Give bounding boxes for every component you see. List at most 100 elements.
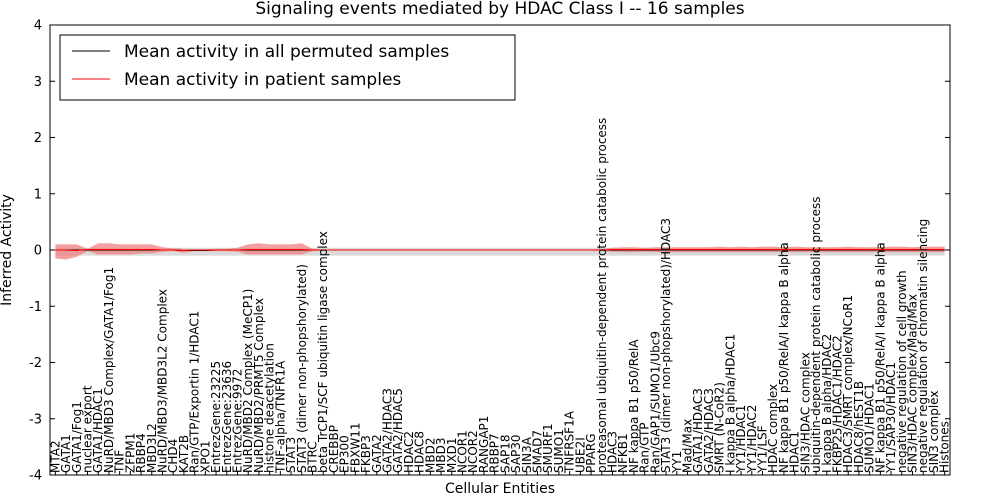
y-axis-label: Inferred Activity [0,194,15,306]
y-tick-label: 2 [34,131,42,146]
y-tick-layer: -4 -3 -2 -1 0 1 2 3 4 [29,19,950,484]
x-tick-label: histone deacetylation [263,343,277,473]
x-tick-label: RBBP7 [488,433,502,473]
x-tick-label: SIN3 complex [927,391,941,473]
x-tick-label: EntrezGene:9972 [231,369,245,474]
x-tick-label: NCOR1 [456,430,470,473]
x-tick-label: FKBP3 [359,435,373,473]
legend: Mean activity in all permuted samples Me… [59,34,516,101]
x-tick-label: CREBBP [327,425,341,473]
x-tick-layer [54,471,946,475]
x-tick-label: ZFPM1 [123,433,137,473]
x-tick-label: STAT3 (dimer non-phopshorylated) [295,264,309,473]
x-tick-label: SAP30 [509,434,523,473]
y-tick-label: -4 [29,469,42,484]
x-tick-label: MTA2 [48,440,62,473]
x-tick-label: HDAC2 [402,431,416,473]
x-tick-label: TNF [113,450,127,474]
x-tick-label: SMURF1 [541,423,555,473]
x-tick-label: MBD2 [423,438,437,473]
permuted-band [55,247,945,256]
legend-permuted-label: Mean activity in all permuted samples [124,42,449,62]
x-tick-label: ubiquitin-dependent protein catabolic pr… [809,197,823,473]
x-tick-label: GATA1/HDAC1 [91,388,105,473]
patient-band-layer [55,243,945,260]
x-tick-label: NuRD/MBD2/PRMT5 Complex [252,298,266,473]
x-tick-label: SMAD7 [531,430,545,473]
x-tick-label: GATA1/Fog1 [70,401,84,473]
x-tick-label: NF kappa B1 p50/RelA/I kappa B alpha [777,242,791,473]
x-tick-label: GATA1/HDAC3 [691,388,705,473]
x-tick-label: BTRC [306,441,320,473]
x-tick-label: YY1/HDAC1 [734,405,748,474]
x-tick-label: GATA2/HDAC3 [702,388,716,473]
x-tick-label: NCOR2 [466,430,480,473]
x-tick-label: beta TrCP1/SCF ubiquitin ligase complex [316,231,330,473]
x-tick-label: NuRD/MBD3 Complex/GATA1/Fog1 [102,267,116,473]
x-tick-label: Mad/Max [681,419,695,473]
x-tick-label: MXD1 [445,438,459,473]
x-tick-label: TNFRSF1A [563,410,577,474]
patient-band [55,243,945,260]
x-tick-label: EntrezGene:23225 [209,361,223,473]
x-tick-label: RBBP4 [134,433,148,473]
x-tick-label: MBD3L2 [145,423,159,473]
x-tick-label: Ran/GTP [638,422,652,473]
x-tick-label: PPARG [584,433,598,473]
x-tick-label: GATA2/HDAC3 [381,388,395,473]
x-tick-label: NFKB1 [616,433,630,473]
x-tick-label: HDAC8 [413,431,427,473]
x-tick-label: STAT3 (dimer non-phopshorylated)/HDAC3 [659,218,673,473]
x-tick-label: SUMO1 [552,429,566,473]
permuted-band-layer [55,247,945,256]
x-tick-label: MBD3 [434,438,448,473]
x-tick-label: NF kappa B1 p50/RelA [627,339,641,473]
chart-title: Signaling events mediated by HDAC Class … [255,0,744,19]
x-tick-label: YY1/SAP30/HDAC1 [884,362,898,474]
x-tick-label: STAT3 [284,437,298,473]
x-axis-label: Cellular Entities [445,481,555,497]
x-tick-label: RANGAP1 [477,416,491,473]
x-tick-label: NuRD/MBD2 Complex (MeCP1) [241,289,255,473]
x-tick-label: GATA1 [59,434,73,473]
patient-mean-line [55,248,945,252]
y-tick-label: -2 [29,356,42,371]
x-tick-label: NuRD/MBD3/MBD3L2 Complex [156,289,170,473]
x-tick-label: Histones [938,421,952,473]
x-tick-label: GATA2/HDAC5 [391,388,405,473]
series-layer [55,248,945,252]
x-tick-label: negative regulation of cell growth [895,270,909,473]
x-tick-label: YY1/HDAC2 [745,405,759,474]
x-tick-label: proteasomal ubiquitin-dependent protein … [595,118,609,473]
x-tick-label: FKBP25/HDAC1/HDAC2 [831,335,845,473]
x-tick-label: YY1 [670,451,684,474]
x-tick-label: SAP18 [498,434,512,473]
y-tick-label: -3 [29,412,42,427]
x-tick-label: NF kappa B1 p50/RelA/I kappa B alpha [873,242,887,473]
x-tick-label: EntrezGene:23636 [220,361,234,473]
x-tick-label: FBXW11 [348,423,362,474]
x-tick-label: CHD4 [166,439,180,473]
x-tick-label: HDAC1 [788,431,802,473]
x-tick-label: negative regulation of chromatin silenci… [916,219,930,473]
x-tick-label: TNF-alpha/TNFR1A [273,360,287,474]
x-tick-label: Ran/GTP/Exportin 1/HDAC1 [188,311,202,473]
legend-box [59,34,516,101]
y-tick-label: -1 [29,300,42,315]
x-tick-label: SIN3/HDAC complex/Mad/Max [906,294,920,473]
x-tick-label: YY1/LSF [756,425,770,474]
legend-patient-label: Mean activity in patient samples [124,70,401,90]
y-tick-label: 1 [34,187,42,202]
y-tick-label: 0 [34,244,42,259]
y-tick-label: 3 [34,75,42,90]
x-tick-label: Ran/GAP1/SUMO1/Ubc9 [648,331,662,473]
x-tick-label: HDAC8/hEST1B [852,381,866,473]
x-tick-label: I kappa B alpha/HDAC2 [820,334,834,473]
x-tick-label: KAT2B [177,435,191,473]
y-tick-label: 4 [34,19,42,34]
x-tick-label: HDAC complex [766,384,780,473]
x-tick-label: nuclear export [81,385,95,473]
x-tick-label: I kappa B alpha/HDAC1 [723,334,737,473]
